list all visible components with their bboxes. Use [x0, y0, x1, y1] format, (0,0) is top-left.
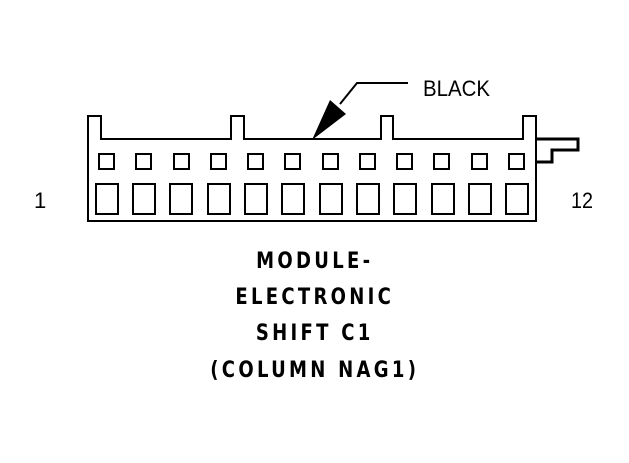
upper-cavity-2: [135, 153, 152, 170]
terminal-cavity-12: [505, 183, 529, 215]
callout-label: BLACK: [423, 76, 490, 101]
upper-cavity-5: [247, 153, 264, 170]
callout-leader-line: [339, 82, 408, 105]
terminal-cavity-1: [95, 183, 119, 215]
upper-cavity-12: [508, 153, 525, 170]
upper-cavity-3: [173, 153, 190, 170]
upper-cavity-8: [359, 153, 376, 170]
terminal-cavity-10: [431, 183, 455, 215]
upper-cavity-6: [284, 153, 301, 170]
title-line-3: SHIFT C1: [255, 321, 374, 346]
terminal-cavity-11: [468, 183, 492, 215]
terminal-cavity-5: [244, 183, 268, 215]
upper-cavity-1: [98, 153, 115, 170]
terminal-cavity-7: [319, 183, 343, 215]
terminal-cavity-3: [169, 183, 193, 215]
title-line-1: MODULE-: [256, 249, 374, 274]
title-line-4: (COLUMN NAG1): [210, 358, 420, 383]
upper-cavity-11: [471, 153, 488, 170]
terminal-cavities: [95, 183, 529, 215]
upper-cavity-4: [210, 153, 227, 170]
terminal-cavity-9: [393, 183, 417, 215]
callout-arrowhead: [312, 100, 346, 140]
terminal-cavity-4: [207, 183, 231, 215]
pin-end-label: 12: [571, 188, 593, 213]
pin-start-label: 1: [34, 188, 46, 213]
upper-cavity-10: [433, 153, 450, 170]
upper-cavity-9: [396, 153, 413, 170]
terminal-cavity-2: [132, 183, 156, 215]
terminal-cavity-8: [356, 183, 380, 215]
upper-cavities: [98, 153, 525, 170]
terminal-cavity-6: [281, 183, 305, 215]
title-line-2: ELECTRONIC: [235, 285, 395, 310]
upper-cavity-7: [322, 153, 339, 170]
connector-latch: [536, 137, 580, 164]
connector-outline: [87, 115, 537, 222]
